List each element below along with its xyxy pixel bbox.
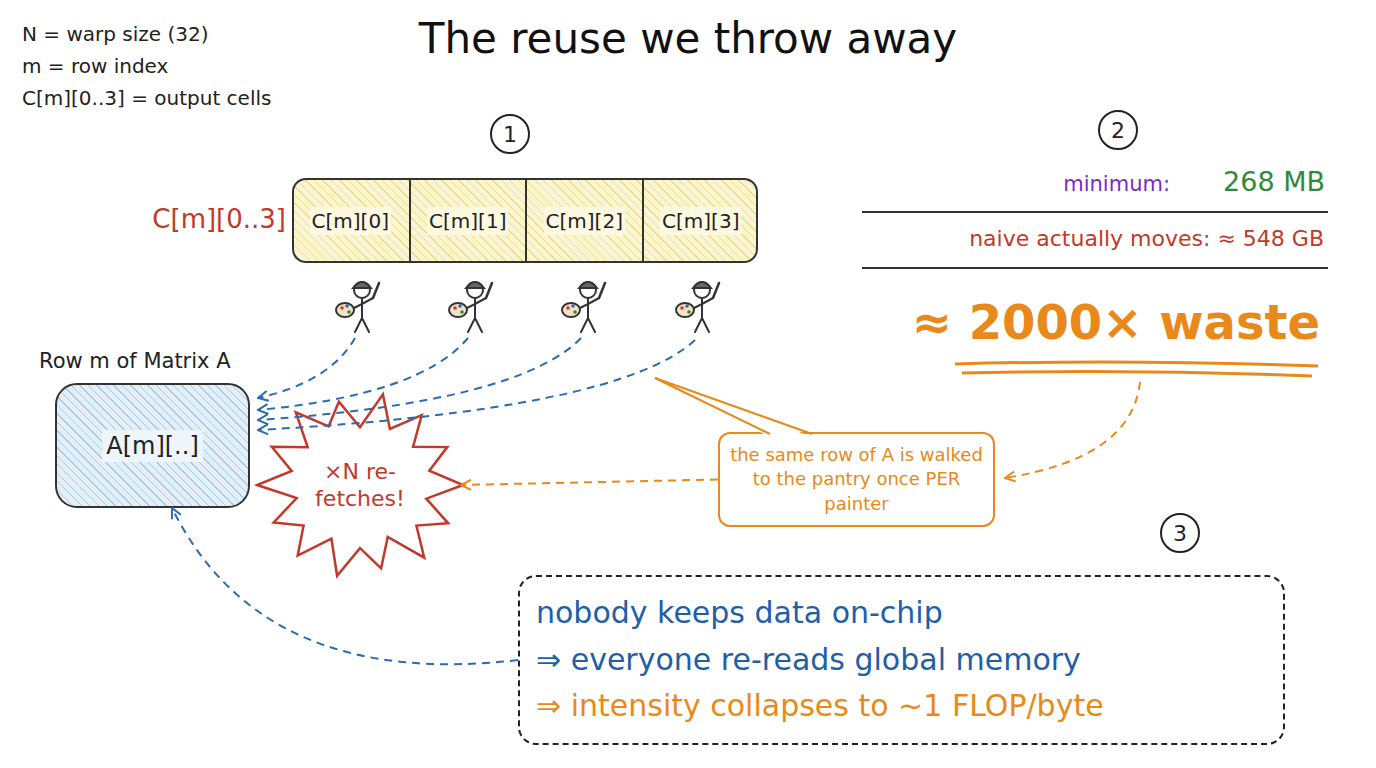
connector-arrow	[172, 508, 518, 664]
matrix-row-box: Row m of Matrix AA[m][..]	[55, 383, 250, 508]
text-label: ≈ 2000× waste	[840, 294, 1320, 350]
output-cell: C[m][2]	[525, 178, 642, 263]
callout-text: the same row of A is walked to the pantr…	[730, 443, 983, 516]
summary-box: nobody keeps data on-chip⇒ everyone re-r…	[518, 575, 1285, 745]
connector-arrow	[461, 480, 718, 486]
output-cell: C[m][0]	[292, 178, 409, 263]
text-label: naive actually moves: ≈ 548 GB	[840, 226, 1324, 251]
starburst-polygon	[257, 394, 463, 575]
fetch-arrows	[258, 338, 695, 430]
text-label: minimum:	[1010, 172, 1170, 196]
starburst-content: ×N re-fetches!	[255, 390, 465, 580]
callout-tail	[655, 378, 812, 434]
callout-number: 1	[490, 114, 530, 154]
cell-text: C[m][0]	[310, 207, 391, 235]
callout-number: 2	[1098, 110, 1138, 150]
summary-line: ⇒ intensity collapses to ~1 FLOP/byte	[536, 683, 1267, 730]
box-heading: Row m of Matrix A	[39, 349, 231, 373]
text-label: m = row index	[22, 54, 362, 78]
text-label: N = warp size (32)	[22, 22, 362, 46]
cell-text: C[m][3]	[660, 207, 741, 235]
starburst-text: ×N re-fetches!	[285, 458, 435, 513]
output-cell: C[m][1]	[409, 178, 526, 263]
cell-text: C[m][2]	[544, 207, 625, 235]
callout-box: the same row of A is walked to the pantr…	[718, 432, 995, 527]
cell-text: C[m][1]	[427, 207, 508, 235]
callout-number: 3	[1160, 513, 1200, 553]
output-cell: C[m][3]	[642, 178, 759, 263]
summary-line: ⇒ everyone re-reads global memory	[536, 637, 1267, 684]
painter-figures	[336, 282, 719, 332]
starburst-shape: ×N re-fetches!	[255, 390, 465, 580]
output-row-bar: C[m][0..3]C[m][0]C[m][1]C[m][2]C[m][3]	[292, 178, 758, 263]
leader-arrow	[1005, 382, 1140, 478]
starburst-outline	[255, 390, 465, 580]
divider-lines	[862, 212, 1328, 268]
text-label: 268 MB	[1175, 166, 1325, 197]
callout-tail-fill	[655, 378, 812, 437]
summary-line: nobody keeps data on-chip	[536, 590, 1267, 637]
row-heading: C[m][0..3]	[152, 204, 286, 234]
double-underline	[955, 362, 1318, 376]
text-label: C[m][0..3] = output cells	[22, 86, 362, 110]
box-text: A[m][..]	[102, 430, 203, 462]
